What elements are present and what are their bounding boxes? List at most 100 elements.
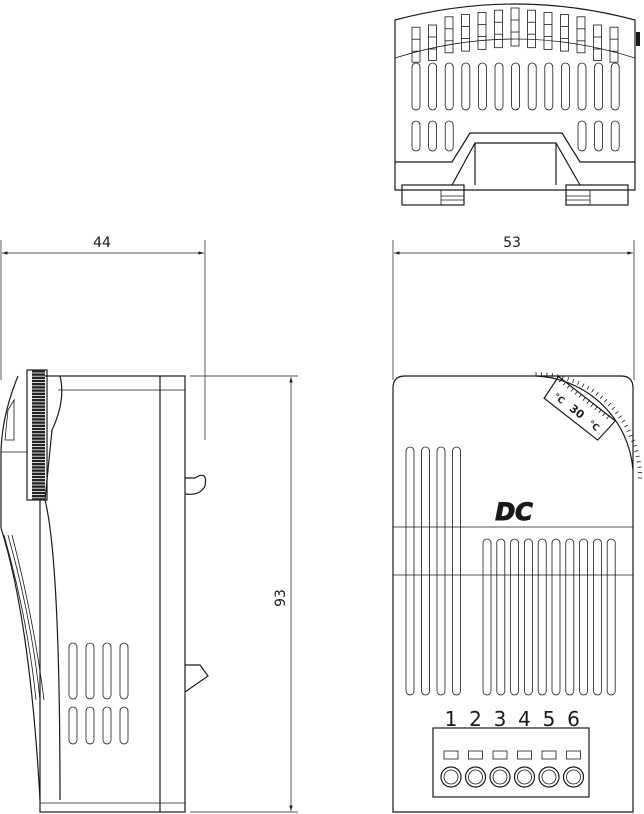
vent-slot bbox=[477, 62, 487, 111]
dial-tooth bbox=[626, 429, 631, 433]
side-view bbox=[0, 369, 209, 813]
vent-slot bbox=[405, 446, 415, 696]
terminal-screw-slot bbox=[443, 750, 459, 760]
side-tab bbox=[636, 32, 640, 46]
dial-tooth bbox=[635, 455, 640, 458]
dial-tick bbox=[558, 378, 563, 383]
terminal-hole bbox=[566, 769, 581, 785]
vent-slot bbox=[593, 24, 602, 61]
terminal-block bbox=[432, 727, 590, 798]
vent-slot bbox=[119, 706, 129, 745]
vent-slot bbox=[482, 538, 492, 696]
vent-slot bbox=[576, 16, 586, 54]
vent-slot bbox=[421, 446, 430, 696]
vent-slot bbox=[561, 62, 570, 111]
terminal-outer-ring bbox=[440, 766, 462, 788]
vent-slot bbox=[609, 26, 619, 63]
terminal-hole bbox=[443, 769, 459, 785]
dial-tooth bbox=[629, 434, 633, 437]
vent-slot bbox=[68, 706, 78, 745]
vent-slot bbox=[593, 538, 602, 696]
dial-tick bbox=[582, 397, 586, 401]
dial-tooth bbox=[615, 410, 619, 415]
terminal-outer-ring bbox=[464, 766, 487, 788]
vent-slot bbox=[411, 26, 421, 63]
top-view bbox=[394, 3, 640, 206]
dial-tick bbox=[590, 403, 594, 408]
dial-tick bbox=[586, 400, 590, 404]
terminal-screw-slot bbox=[468, 750, 483, 760]
terminal-hole bbox=[541, 769, 557, 785]
depth-label: 44 bbox=[93, 235, 111, 251]
vent-slot bbox=[524, 538, 533, 696]
terminal-label: 6 bbox=[567, 707, 580, 731]
vent-slot bbox=[461, 14, 470, 52]
height-label: 93 bbox=[273, 589, 289, 607]
vent-slot bbox=[594, 62, 603, 111]
dial-rim bbox=[535, 375, 634, 471]
vent-slot bbox=[494, 9, 503, 49]
dial-tick bbox=[566, 384, 570, 389]
terminal-outer-ring bbox=[538, 766, 560, 788]
vent-slot bbox=[428, 120, 438, 152]
vent-slot bbox=[510, 7, 520, 47]
dc-logo: DC bbox=[495, 498, 533, 526]
vent-slot bbox=[444, 62, 454, 111]
terminal-hole bbox=[517, 769, 532, 785]
vent-slot bbox=[428, 24, 437, 61]
knob-knurl bbox=[32, 370, 45, 500]
dial-tooth bbox=[577, 381, 580, 385]
vent-slot bbox=[496, 538, 506, 696]
dial-tick bbox=[578, 394, 582, 398]
dial-tooth bbox=[586, 386, 590, 390]
dial-scale: °C 30 °C bbox=[543, 375, 617, 441]
vent-slot bbox=[579, 538, 588, 696]
dial-tooth bbox=[631, 439, 636, 442]
terminal-screw-slot bbox=[517, 750, 532, 760]
terminal-hole bbox=[492, 769, 508, 785]
din-clip-top bbox=[184, 474, 207, 495]
terminal-hole bbox=[468, 769, 483, 785]
dial-tooth bbox=[618, 415, 622, 419]
terminal-screw-slot bbox=[566, 750, 581, 760]
vent-slot bbox=[527, 9, 536, 49]
dimension-depth: 44 bbox=[0, 235, 206, 440]
din-foot-right bbox=[565, 184, 629, 206]
dial-tooth bbox=[632, 444, 637, 447]
vent-slot bbox=[102, 706, 112, 745]
dial-tooth bbox=[595, 392, 599, 396]
vent-slot bbox=[85, 706, 95, 745]
dial-tooth bbox=[599, 395, 604, 399]
dial-tooth bbox=[603, 398, 608, 403]
dimension-height: 93 bbox=[190, 375, 298, 813]
vent-slot bbox=[436, 446, 446, 696]
vent-slot bbox=[610, 62, 620, 111]
dial-tooth bbox=[607, 402, 612, 407]
terminal-label: 1 bbox=[445, 707, 458, 731]
dial-tooth bbox=[611, 406, 616, 411]
dial-tick bbox=[562, 381, 566, 386]
terminal-label: 2 bbox=[469, 707, 482, 731]
vent-slot bbox=[411, 62, 421, 111]
vent-slot bbox=[510, 538, 520, 696]
vent-slot bbox=[594, 120, 603, 152]
terminal-label: 5 bbox=[543, 707, 556, 731]
vent-slot bbox=[444, 120, 454, 152]
terminal-label: 4 bbox=[518, 707, 531, 731]
dial-tooth bbox=[572, 378, 575, 383]
vent-slot bbox=[543, 11, 553, 50]
terminal-outer-ring bbox=[562, 766, 585, 788]
vent-slot bbox=[511, 62, 521, 111]
vent-slot bbox=[577, 120, 587, 152]
terminal-screw-slot bbox=[541, 750, 557, 760]
vent-slot bbox=[560, 14, 569, 52]
din-foot-left bbox=[401, 184, 465, 206]
dial-tick bbox=[570, 387, 574, 392]
dial-tooth bbox=[581, 383, 585, 388]
din-clip-bottom bbox=[184, 664, 209, 693]
vent-slot bbox=[68, 642, 78, 700]
dial-tooth bbox=[624, 424, 628, 428]
terminal-outer-ring bbox=[489, 766, 511, 788]
